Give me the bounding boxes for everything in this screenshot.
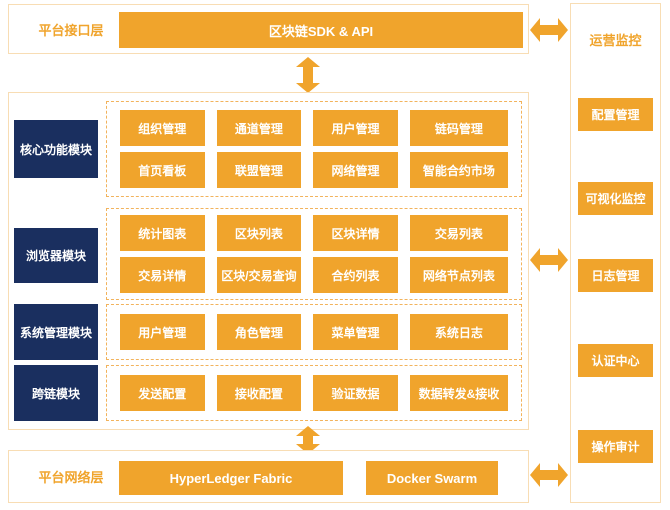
module-row: 发送配置 接收配置 验证数据 数据转发&接收 (120, 375, 508, 411)
module-box: 用户管理 (313, 110, 398, 146)
sdk-api-box: 区块链SDK & API (119, 12, 523, 48)
interface-layer-section: 平台接口层 区块链SDK & API (8, 4, 529, 54)
docker-swarm-box: Docker Swarm (366, 461, 498, 495)
module-label: 核心功能模块 (14, 120, 98, 178)
ops-panel-label: 运营监控 (589, 32, 642, 48)
module-box: 数据转发&接收 (409, 375, 508, 411)
module-box: 链码管理 (409, 110, 508, 146)
double-arrow-horizontal-icon (530, 248, 568, 272)
module-box: 网络管理 (313, 152, 398, 188)
module-group-core: 组织管理 通道管理 用户管理 链码管理 首页看板 联盟管理 网络管理 智能合约市… (106, 101, 522, 197)
modules-section: 核心功能模块 组织管理 通道管理 用户管理 链码管理 首页看板 联盟管理 网络管… (8, 92, 529, 430)
module-row: 统计图表 区块列表 区块详情 交易列表 (120, 215, 508, 251)
ops-box: 操作审计 (578, 430, 653, 463)
hyperledger-fabric-box: HyperLedger Fabric (119, 461, 343, 495)
module-box: 验证数据 (313, 375, 398, 411)
network-layer-label: 平台网络层 (38, 470, 104, 485)
double-arrow-vertical-icon (296, 426, 320, 454)
module-row: 用户管理 角色管理 菜单管理 系统日志 (120, 314, 508, 350)
module-box: 用户管理 (120, 314, 205, 350)
module-box: 通道管理 (216, 110, 302, 146)
module-box: 组织管理 (120, 110, 205, 146)
ops-panel-section: 运营监控 配置管理 可视化监控 日志管理 认证中心 操作审计 (570, 3, 661, 503)
module-group-system: 用户管理 角色管理 菜单管理 系统日志 (106, 304, 522, 360)
ops-box: 可视化监控 (578, 182, 653, 215)
module-group-crosschain: 发送配置 接收配置 验证数据 数据转发&接收 (106, 365, 522, 421)
module-group-browser: 统计图表 区块列表 区块详情 交易列表 交易详情 区块/交易查询 合约列表 网络… (106, 208, 522, 300)
ops-box: 认证中心 (578, 344, 653, 377)
module-box: 菜单管理 (313, 314, 398, 350)
module-row: 组织管理 通道管理 用户管理 链码管理 (120, 110, 508, 146)
module-box: 区块/交易查询 (216, 257, 302, 293)
module-box: 发送配置 (120, 375, 205, 411)
module-label: 跨链模块 (14, 365, 98, 421)
interface-layer-label: 平台接口层 (38, 22, 104, 38)
double-arrow-vertical-icon (296, 57, 320, 93)
ops-box: 日志管理 (578, 259, 653, 292)
module-box: 智能合约市场 (409, 152, 508, 188)
module-label: 浏览器模块 (14, 228, 98, 283)
module-row: 交易详情 区块/交易查询 合约列表 网络节点列表 (120, 257, 508, 293)
module-label: 系统管理模块 (14, 304, 98, 360)
module-box: 系统日志 (409, 314, 508, 350)
module-box: 网络节点列表 (409, 257, 508, 293)
module-box: 首页看板 (120, 152, 205, 188)
module-box: 联盟管理 (216, 152, 302, 188)
ops-box: 配置管理 (578, 98, 653, 131)
module-box: 交易列表 (409, 215, 508, 251)
module-box: 角色管理 (216, 314, 302, 350)
module-row: 首页看板 联盟管理 网络管理 智能合约市场 (120, 152, 508, 188)
double-arrow-horizontal-icon (530, 18, 568, 42)
module-box: 接收配置 (216, 375, 302, 411)
module-box: 统计图表 (120, 215, 205, 251)
network-layer-section: 平台网络层 HyperLedger Fabric Docker Swarm (8, 450, 529, 503)
module-box: 区块详情 (313, 215, 398, 251)
module-box: 区块列表 (216, 215, 302, 251)
module-box: 合约列表 (313, 257, 398, 293)
module-box: 交易详情 (120, 257, 205, 293)
double-arrow-horizontal-icon (530, 463, 568, 487)
